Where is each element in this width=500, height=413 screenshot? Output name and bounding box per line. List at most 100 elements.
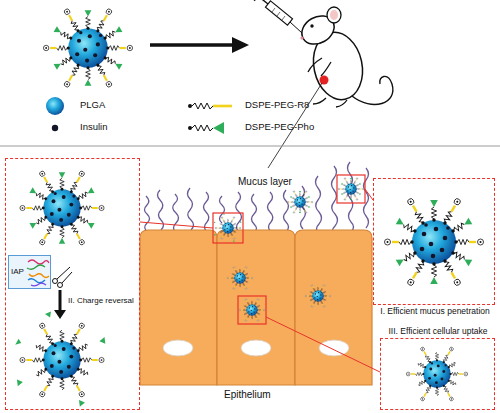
- flow-arrow: [232, 37, 249, 53]
- scissors-symbol: [53, 267, 73, 288]
- callout-box: II. Charge reversal IAP: [5, 158, 140, 410]
- process-arrow: [54, 290, 66, 319]
- mouse-illustration: [320, 76, 329, 85]
- callout-frame: [213, 213, 243, 243]
- region-label: Mucus layer: [238, 176, 292, 188]
- epithelium-cells: [295, 230, 372, 385]
- mucus-strands: [252, 194, 257, 232]
- leader-line: [140, 222, 213, 228]
- mucus-strands: [145, 196, 150, 232]
- nanoparticle-small: [214, 177, 364, 321]
- mucus-strands: [145, 162, 369, 234]
- nanoparticle-top: [43, 8, 132, 88]
- cell-nucleus: [163, 340, 349, 356]
- mucus-strands: [316, 176, 322, 234]
- enzyme-structure: [31, 283, 46, 286]
- mouse-illustration: [308, 58, 331, 76]
- scissors-symbol: [62, 272, 72, 283]
- epithelium-cells: [140, 230, 217, 385]
- epithelium-cells: [140, 230, 372, 385]
- enzyme-structure: [28, 279, 45, 283]
- mucus-strands: [284, 190, 289, 232]
- cell-nucleus: [319, 340, 349, 356]
- mouse-illustration: [254, 0, 262, 1]
- nanoparticle-small: [227, 266, 253, 289]
- enzyme-structure: [27, 260, 49, 286]
- callout-box: I. Efficient mucus penetration: [373, 178, 495, 305]
- callout-frame: [337, 175, 365, 203]
- mucus-strands: [173, 194, 179, 233]
- node-label: III. Efficient cellular uptake: [373, 327, 500, 337]
- nanoparticle-penetration: [385, 198, 484, 287]
- flow-arrow: [150, 43, 233, 47]
- nanoparticle-small: [214, 213, 242, 242]
- enzyme-structure: [27, 265, 45, 269]
- mouse-illustration: [327, 7, 341, 23]
- nanoparticle-uptake: [406, 346, 467, 401]
- legend-label: Insulin: [80, 121, 107, 132]
- nanoparticle-small: [305, 284, 331, 307]
- cell-nucleus: [163, 340, 193, 356]
- enzyme-structure: [28, 260, 49, 264]
- legend-sample: [46, 97, 232, 134]
- enzyme-box: IAP: [8, 255, 51, 289]
- enzyme-structure: [29, 274, 49, 278]
- mucus-strands: [364, 168, 369, 228]
- nanoparticle-small: [239, 298, 265, 321]
- mucus-strands: [268, 192, 273, 232]
- mucus-strands: [204, 192, 209, 232]
- nanoparticle-penetration: [385, 198, 484, 287]
- mouse-illustration: [254, 0, 393, 168]
- nanoparticle-uptake: [406, 346, 467, 401]
- leader-line: [266, 317, 380, 372]
- mouse-illustration: [272, 8, 275, 12]
- legend-label: DSPE-PEG-Pho: [245, 121, 314, 132]
- callout-frame: [213, 175, 365, 324]
- mouse-illustration: [310, 24, 313, 27]
- cell-nucleus: [241, 340, 271, 356]
- legend-label: PLGA: [80, 99, 105, 110]
- flow-arrow: [150, 37, 249, 53]
- mouse-illustration: [313, 98, 347, 107]
- nanoparticle-small: [338, 177, 364, 200]
- leader-line: [140, 189, 380, 372]
- legend-sample: [46, 97, 64, 115]
- mucus-strands: [236, 192, 242, 232]
- mouse-illustration: [297, 10, 339, 50]
- node-label: IAP: [11, 267, 24, 276]
- panel-divider: [0, 146, 500, 147]
- legend-item: Insulin: [80, 122, 107, 133]
- node-label: I. Efficient mucus penetration: [370, 307, 500, 317]
- callout-box: III. Efficient cellular uptake: [380, 338, 495, 410]
- nanoparticle-charge-reversal: [15, 312, 105, 407]
- mouse-illustration: [277, 12, 280, 16]
- mucus-strands: [188, 188, 194, 230]
- nanoparticle-small: [287, 190, 313, 213]
- scissors-symbol: [58, 283, 63, 288]
- legend-sample: [213, 122, 224, 134]
- nanoparticle-top: [43, 8, 132, 88]
- mouse-illustration: [282, 16, 285, 20]
- scissors-symbol: [53, 279, 58, 284]
- mouse-illustration: [330, 10, 338, 20]
- legend-label: DSPE-PEG-R8: [245, 99, 309, 110]
- legend-sample: [213, 105, 232, 108]
- region-label: Epithelium: [224, 389, 271, 401]
- legend-sample: [188, 126, 192, 130]
- scissors-symbol: [57, 267, 70, 279]
- leader-line: [365, 189, 373, 200]
- legend-sample: [192, 125, 213, 131]
- process-arrow: [59, 290, 62, 311]
- mouse-illustration: [266, 1, 293, 25]
- node-label: II. Charge reversal: [68, 296, 134, 305]
- legend-sample: [52, 125, 58, 131]
- legend-item: DSPE-PEG-R8: [245, 100, 309, 111]
- mouse-illustration: [300, 36, 303, 39]
